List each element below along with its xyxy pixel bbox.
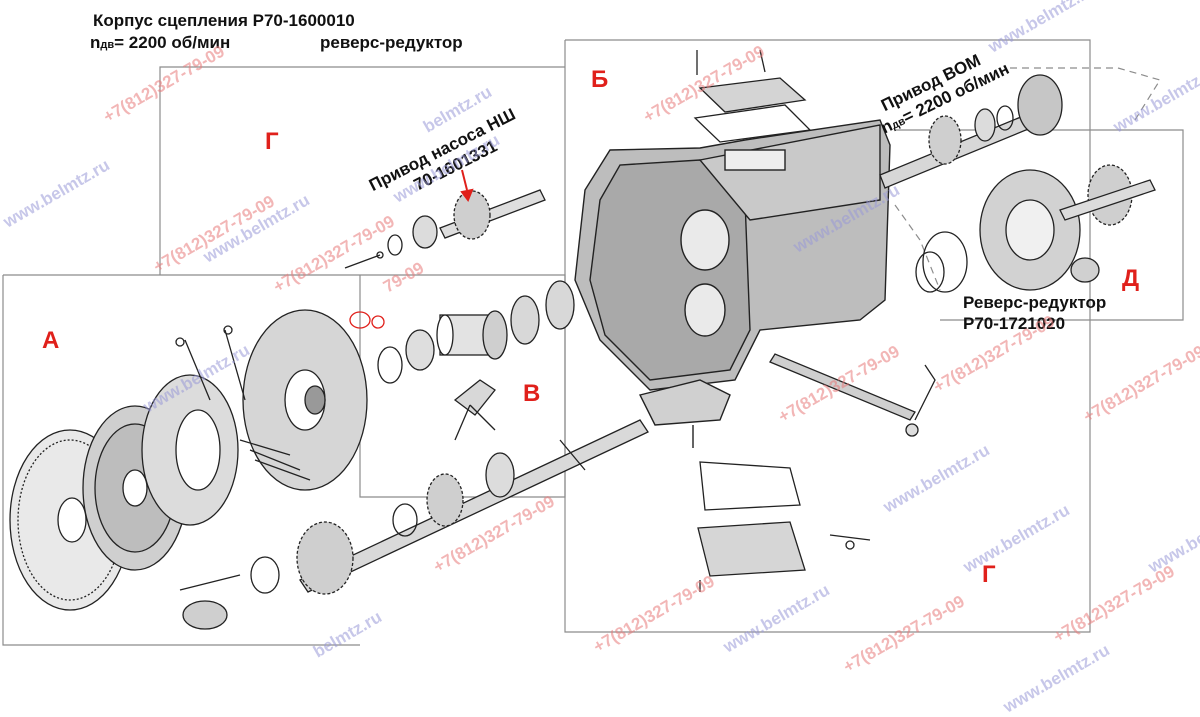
pump-drive-parts bbox=[344, 189, 546, 329]
reverse-label: реверс-редуктор bbox=[320, 33, 463, 52]
page-title: Корпус сцепления Р70-1600010 bbox=[93, 11, 355, 30]
top-covers bbox=[693, 49, 812, 143]
linkage-and-bottom-covers bbox=[697, 353, 936, 592]
zone-letter-g-top: Г bbox=[265, 128, 279, 155]
frame-b-g bbox=[564, 39, 1091, 633]
speed-value: = 2200 об/мин bbox=[114, 33, 231, 52]
zone-letter-a: А bbox=[42, 327, 60, 354]
release-bearing bbox=[182, 600, 228, 630]
reverse-gear-callout-line2: Р70-1721020 bbox=[963, 314, 1066, 333]
pto-drive-parts bbox=[879, 74, 1063, 189]
speed-prefix: n bbox=[90, 33, 101, 52]
clutch-housing bbox=[574, 119, 891, 448]
shaft-and-gears bbox=[250, 280, 649, 595]
zone-letter-g-bottom: Г bbox=[982, 561, 996, 588]
speed-subscript: дв bbox=[100, 39, 115, 51]
reverse-gear-parts bbox=[915, 164, 1156, 293]
zone-letter-b: Б bbox=[591, 66, 609, 93]
pump-arrow bbox=[460, 169, 474, 203]
watermark-site: www.belmtz.ru bbox=[1000, 640, 1113, 717]
reverse-gear-callout-line1: Реверс-редуктор bbox=[963, 293, 1107, 312]
frame-a bbox=[2, 275, 360, 646]
clutch-assembly bbox=[9, 309, 368, 630]
frame-pto bbox=[1010, 67, 1161, 121]
engine-speed-label: nдв= 2200 об/мин bbox=[90, 33, 230, 53]
exploded-view-drawing bbox=[2, 39, 1184, 646]
frame-g-top bbox=[159, 66, 565, 275]
zone-letter-d: Д bbox=[1122, 265, 1140, 292]
zone-letter-v: В bbox=[523, 380, 541, 407]
